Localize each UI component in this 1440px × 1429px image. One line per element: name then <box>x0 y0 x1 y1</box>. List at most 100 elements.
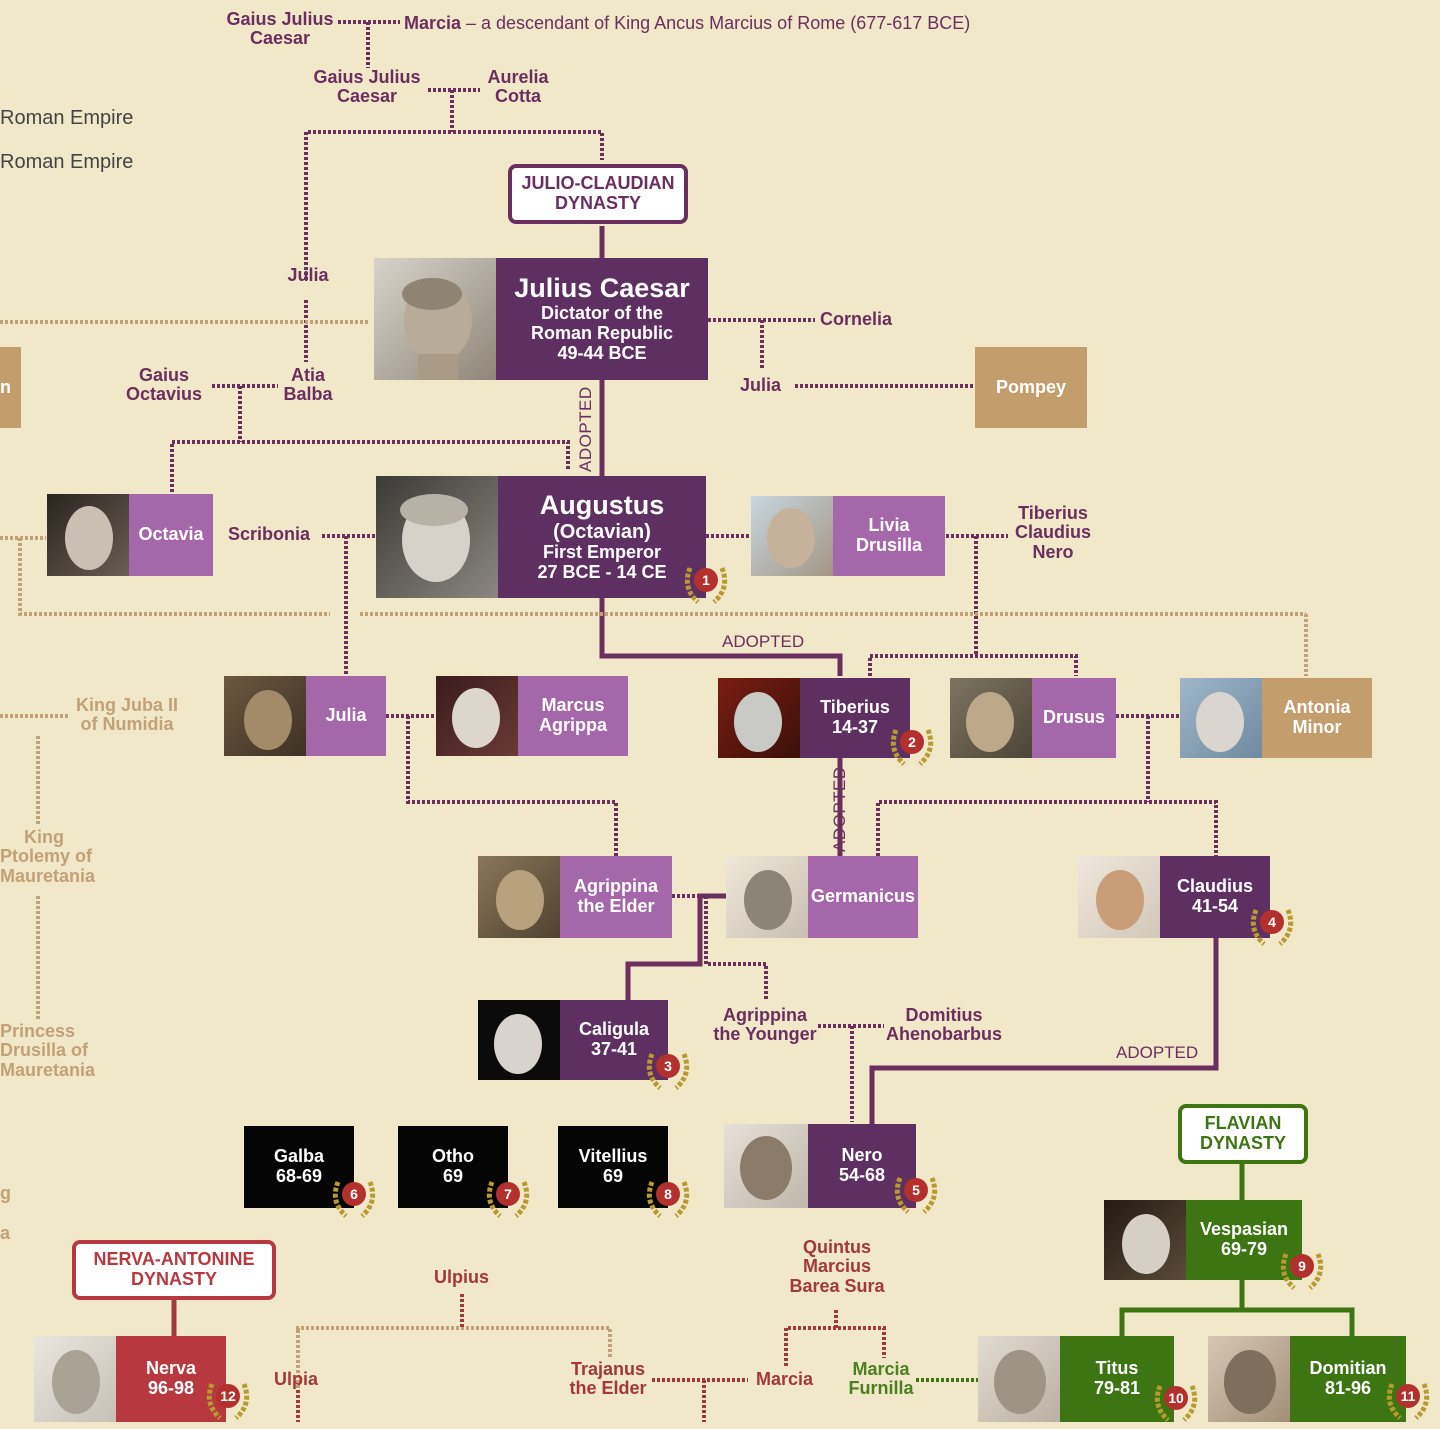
agrippina-elder-card[interactable]: Agrippina the Elder <box>560 856 672 938</box>
livia-portrait <box>751 496 833 576</box>
trajanus-the-elder: Trajanus the Elder <box>569 1359 647 1399</box>
scribonia: Scribonia <box>228 524 311 544</box>
left-cut-card[interactable]: n <box>0 347 21 428</box>
laurel-wreath-icon: 6 <box>328 1168 380 1220</box>
augustus-portrait <box>376 476 498 598</box>
legend-item-1: Roman Empire <box>0 107 134 129</box>
titus-portrait <box>978 1336 1060 1422</box>
julius-caesar-title: Dictator of the Roman Republic <box>530 303 673 343</box>
vespasian-years: 69-79 <box>1220 1239 1268 1259</box>
princess-drusilla: Princess Drusilla of Mauretania <box>0 1021 96 1080</box>
caligula-years: 37-41 <box>590 1039 638 1059</box>
laurel-wreath-icon: 9 <box>1276 1240 1328 1292</box>
vespasian-portrait <box>1104 1200 1186 1280</box>
king-juba: King Juba II of Numidia <box>75 695 178 735</box>
octavia-portrait <box>47 494 129 576</box>
julia-caesar-daughter: Julia <box>740 375 782 395</box>
laurel-wreath-icon: 4 <box>1246 896 1298 948</box>
adopted-germanicus-label: ADOPTED <box>830 766 849 852</box>
tiberius-name: Tiberius <box>820 697 890 718</box>
adopted-augustus-label: ADOPTED <box>576 386 595 472</box>
otho-years: 69 <box>442 1166 464 1186</box>
adopted-tiberius-label: ADOPTED <box>722 632 805 651</box>
vespasian-name: Vespasian <box>1199 1219 1289 1240</box>
marcia: Marcia <box>756 1369 814 1389</box>
laurel-wreath-icon: 10 <box>1150 1372 1202 1424</box>
drusus-card[interactable]: Drusus <box>1032 678 1116 758</box>
laurel-wreath-icon: 7 <box>482 1168 534 1220</box>
marcia-furnilla: Marcia Furnilla <box>848 1359 914 1399</box>
nerva-card[interactable]: Nerva 96-98 <box>116 1336 226 1422</box>
marcia-label: Marcia <box>404 13 462 33</box>
nero-years: 54-68 <box>838 1165 886 1185</box>
ulpia: Ulpia <box>274 1369 319 1389</box>
emperor-number-badge: 6 <box>342 1182 366 1206</box>
emperor-number-badge: 12 <box>216 1384 240 1408</box>
aurelia-cotta: Aurelia Cotta <box>487 67 549 107</box>
nero-card[interactable]: Nero 54-68 <box>808 1124 916 1208</box>
octavia-card[interactable]: Octavia <box>129 494 213 576</box>
julius-caesar-card[interactable]: Julius Caesar Dictator of the Roman Repu… <box>496 258 708 380</box>
laurel-wreath-icon: 2 <box>886 716 938 768</box>
pompey-card[interactable]: Pompey <box>975 347 1087 428</box>
julius-caesar-name: Julius Caesar <box>514 273 690 304</box>
emperor-number-badge: 10 <box>1164 1386 1188 1410</box>
claudius-name: Claudius <box>1176 876 1253 897</box>
augustus-name: Augustus <box>539 490 665 521</box>
marcus-agrippa-portrait <box>436 676 518 756</box>
julius-caesar-years: 49-44 BCE <box>557 342 647 363</box>
legend-item-2: Roman Empire <box>0 151 134 173</box>
augustus-alt-name: (Octavian) <box>553 521 651 544</box>
emperor-number-badge: 2 <box>900 730 924 754</box>
laurel-wreath-icon: 8 <box>642 1168 694 1220</box>
laurel-wreath-icon: 11 <box>1382 1370 1434 1422</box>
marcia-description: – a descendant of King Ancus Marcius of … <box>466 13 971 33</box>
laurel-wreath-icon: 1 <box>680 554 732 606</box>
germanicus-portrait <box>726 856 808 938</box>
claudius-years: 41-54 <box>1191 896 1239 916</box>
tiberius-years: 14-37 <box>831 717 879 737</box>
titus-card[interactable]: Titus 79-81 <box>1060 1336 1174 1422</box>
king-ptolemy: King Ptolemy of Mauretania <box>0 827 96 886</box>
adopted-nero-label: ADOPTED <box>1116 1043 1199 1062</box>
emperor-number-badge: 5 <box>904 1178 928 1202</box>
nerva-antonine-dynasty-label: NERVA-ANTONINE DYNASTY <box>72 1240 276 1300</box>
augustus-card[interactable]: Augustus (Octavian) First Emperor 27 BCE… <box>498 476 706 598</box>
domitian-years: 81-96 <box>1324 1378 1372 1398</box>
julia-card[interactable]: Julia <box>306 676 386 756</box>
agrippina-younger: Agrippina the Younger <box>713 1005 817 1045</box>
domitian-card[interactable]: Domitian 81-96 <box>1290 1336 1406 1422</box>
laurel-wreath-icon: 5 <box>890 1164 942 1216</box>
livia-card[interactable]: Livia Drusilla <box>833 496 945 576</box>
germanicus-card[interactable]: Germanicus <box>808 856 918 938</box>
claudius-portrait <box>1078 856 1160 938</box>
domitian-portrait <box>1208 1336 1290 1422</box>
quintus-marcius-barea-sura: Quintus Marcius Barea Sura <box>789 1237 885 1296</box>
domitian-name: Domitian <box>1309 1358 1387 1379</box>
julia-caesar-sister: Julia <box>287 265 329 285</box>
emperor-number-badge: 9 <box>1290 1254 1314 1278</box>
emperor-number-badge: 1 <box>694 568 718 592</box>
ulpius: Ulpius <box>434 1267 490 1287</box>
antonia-minor-card[interactable]: Antonia Minor <box>1262 678 1372 758</box>
laurel-wreath-icon: 12 <box>202 1370 254 1422</box>
emperor-number-badge: 4 <box>1260 910 1284 934</box>
augustus-years: 27 BCE - 14 CE <box>537 561 667 582</box>
marcus-agrippa-card[interactable]: Marcus Agrippa <box>518 676 628 756</box>
galba-card[interactable]: Galba 68-69 <box>244 1126 354 1208</box>
emperor-number-badge: 11 <box>1396 1384 1420 1408</box>
julio-claudian-dynasty-label: JULIO-CLAUDIAN DYNASTY <box>508 164 688 224</box>
emperor-number-badge: 3 <box>656 1054 680 1078</box>
galba-years: 68-69 <box>275 1166 323 1186</box>
nerva-portrait <box>34 1336 116 1422</box>
drusus-portrait <box>950 678 1032 758</box>
nero-name: Nero <box>841 1145 883 1166</box>
julius-caesar-portrait <box>374 258 496 380</box>
vitellius-name: Vitellius <box>578 1146 648 1167</box>
tiberius-portrait <box>718 678 800 758</box>
tiberius-claudius-nero: Tiberius Claudius Nero <box>1014 503 1091 562</box>
emperor-number-badge: 8 <box>656 1182 680 1206</box>
galba-name: Galba <box>273 1146 325 1167</box>
